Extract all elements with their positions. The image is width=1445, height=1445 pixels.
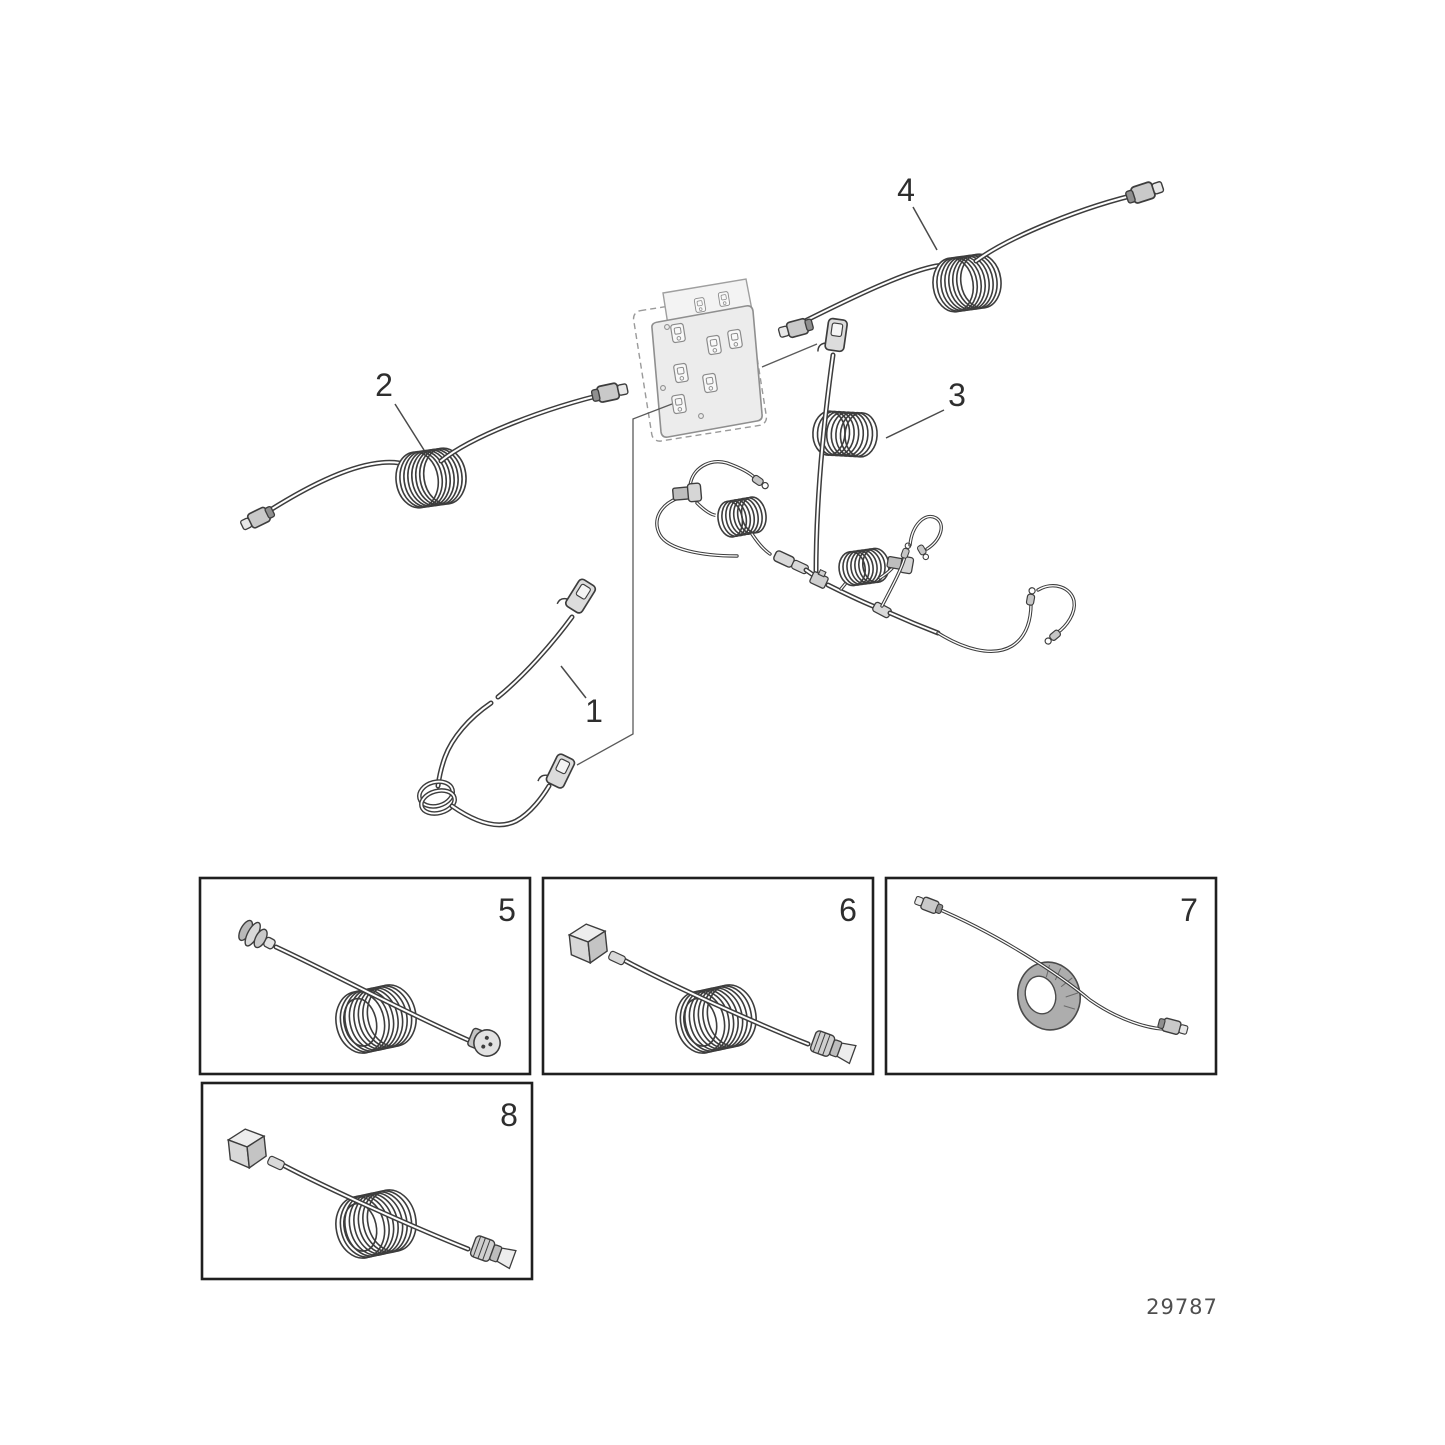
callout-3: 3	[885, 377, 966, 439]
control-module	[632, 278, 768, 442]
callout-2-label: 2	[375, 367, 393, 403]
reference-lines	[576, 343, 818, 766]
panel-7: 7	[884, 876, 1218, 1076]
cable-4	[776, 177, 1166, 342]
harness-coil-middle	[836, 546, 892, 588]
panel-5-label: 5	[498, 892, 516, 928]
cable-2-coil	[393, 446, 469, 510]
module-socket	[693, 296, 707, 314]
callout-2: 2	[375, 367, 425, 451]
module-socket	[672, 362, 690, 384]
harness-coil-vertical	[809, 408, 881, 460]
harness-terminal	[1042, 628, 1063, 647]
harness-3	[655, 316, 1076, 654]
cable-1-connector-top	[556, 573, 598, 618]
module-socket	[705, 334, 723, 356]
module-socket	[670, 393, 688, 415]
callout-1: 1	[560, 665, 603, 729]
panel-8-label: 8	[500, 1097, 518, 1133]
cable-4-coil	[930, 252, 1004, 314]
panel-5: 5	[198, 876, 532, 1076]
cable-2-connector-right	[589, 379, 630, 405]
callout-4-label: 4	[897, 172, 915, 208]
module-socket	[726, 328, 744, 350]
harness-elbow-connector	[671, 482, 703, 504]
cable-1-connector-bottom	[537, 749, 577, 794]
panel-6-label: 6	[839, 892, 857, 928]
cable-4-connector-right	[1123, 177, 1166, 207]
harness-module-connector	[816, 316, 849, 356]
harness-coil-left	[715, 495, 769, 539]
harness-terminal	[1025, 586, 1037, 607]
callout-4: 4	[897, 172, 938, 251]
cable-1	[416, 573, 598, 828]
harness-terminal	[900, 541, 913, 560]
module-socket	[701, 372, 719, 394]
callout-3-label: 3	[948, 377, 966, 413]
harness-terminal	[750, 473, 771, 491]
panel-6: 6	[541, 876, 875, 1076]
cable-2-connector-left	[237, 503, 277, 534]
callout-1-label: 1	[585, 693, 603, 729]
cable-2	[237, 379, 630, 534]
module-socket	[717, 290, 731, 308]
panel-7-label: 7	[1180, 892, 1198, 928]
cable-4-connector-left	[776, 315, 816, 342]
module-socket	[669, 322, 687, 344]
panel-6-coil	[673, 984, 759, 1054]
figure-number: 29787	[1146, 1295, 1218, 1319]
panel-8: 8	[200, 1081, 534, 1281]
